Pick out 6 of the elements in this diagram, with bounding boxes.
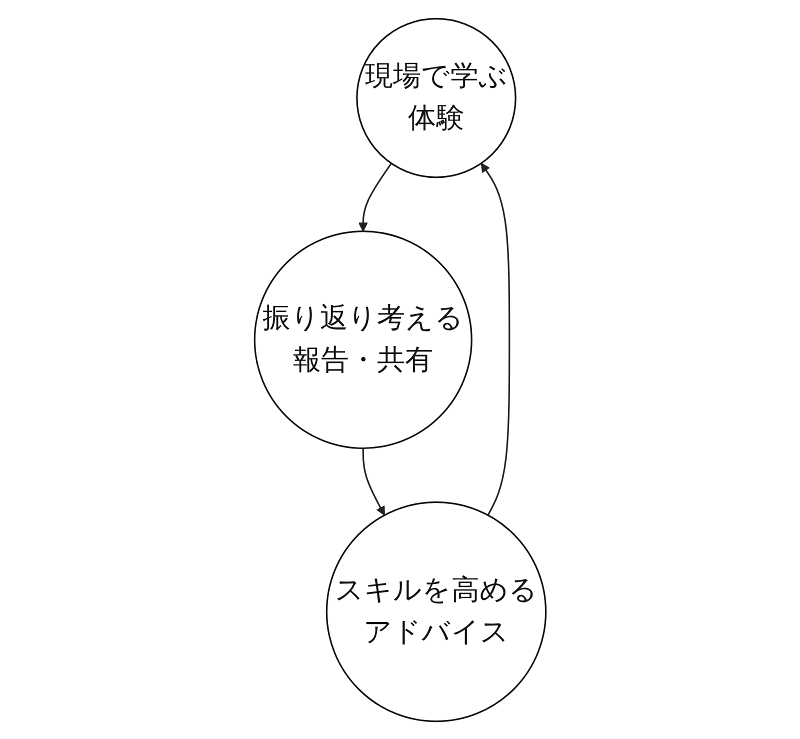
arrow — [358, 162, 392, 232]
node-circle: 振り返り考える 報告・共有 — [254, 230, 472, 449]
arrow — [480, 162, 510, 516]
arrow — [362, 448, 385, 516]
node-circle: スキルを高める アドバイス — [326, 500, 546, 722]
node-circle: 現場で学ぶ 体験 — [356, 17, 516, 178]
